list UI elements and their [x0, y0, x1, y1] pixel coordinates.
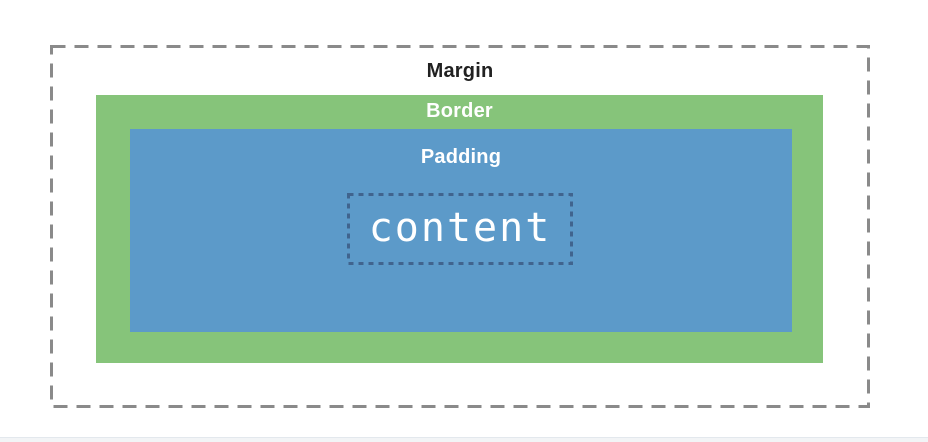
- padding-label: Padding: [420, 146, 502, 168]
- margin-label: Margin: [426, 60, 494, 82]
- border-label: Border: [426, 100, 493, 122]
- content-box: content: [347, 193, 573, 265]
- content-label: content: [368, 205, 552, 251]
- bottom-edge-strip: [0, 437, 928, 442]
